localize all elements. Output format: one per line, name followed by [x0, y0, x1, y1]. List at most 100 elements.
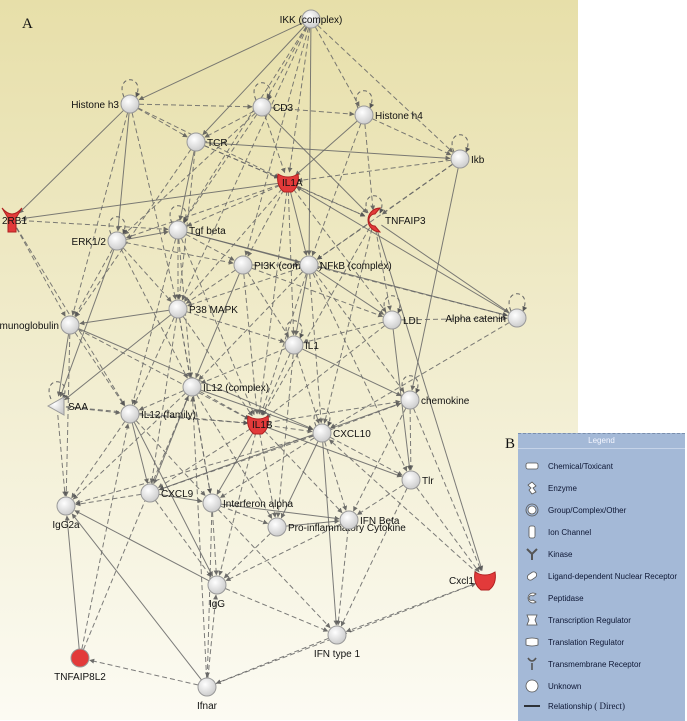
node-cxcl1[interactable]: Cxcl1 — [449, 571, 496, 591]
node-shape — [367, 207, 382, 233]
edge-tcr-ikb — [204, 142, 451, 161]
edge-erk12-p38 — [122, 247, 172, 302]
node-il1a[interactable]: IL1A — [277, 173, 303, 193]
edge-il1a-ldl — [293, 188, 387, 313]
enzyme-icon — [524, 480, 540, 496]
node-label: Immunoglobulin — [0, 321, 59, 332]
edge-nfkb-alpha_cat — [317, 266, 508, 317]
node-shape — [312, 423, 332, 443]
self-loop-ldl — [383, 295, 403, 314]
edge-ifna-ifn1 — [217, 509, 331, 629]
node-ikb[interactable]: Ikb — [450, 149, 485, 169]
legend-item-transmembrane-receptor: Transmembrane Receptor — [524, 654, 641, 674]
node-shape — [120, 94, 140, 114]
edge-ikb-chemokine — [410, 167, 459, 391]
edge-ikk-histone_h4 — [314, 26, 360, 107]
edge-tnfaip3-cxcl10 — [323, 228, 373, 424]
edge-immuno-igg2a — [63, 333, 71, 497]
node-igg[interactable]: IgG — [207, 575, 227, 610]
node-ikk[interactable]: IKK (complex) — [280, 9, 343, 29]
node-ifna[interactable]: Interferon alpha — [202, 493, 293, 513]
edge-erk12-saa — [59, 249, 115, 398]
node-il12c[interactable]: IL12 (complex) — [182, 377, 269, 397]
node-tgfb[interactable]: Tgf beta — [168, 220, 226, 240]
node-ifnar[interactable]: Ifnar — [197, 677, 218, 712]
node-ldl[interactable]: LDL — [382, 310, 422, 330]
legend-item-label: Peptidase — [548, 593, 584, 603]
node-label: Interferon alpha — [223, 499, 293, 510]
node-label: IL1A — [282, 178, 303, 189]
edge-il1a-il2rb — [21, 182, 280, 221]
edge-histone_h3-tcr — [137, 108, 188, 138]
node-tlr[interactable]: Tlr — [401, 470, 434, 490]
node-igg2a[interactable]: IgG2a — [52, 496, 80, 531]
edge-il1b-tlr — [266, 426, 403, 478]
edge-cxcl10-cxcl9 — [158, 435, 314, 491]
node-tnfaip3[interactable]: TNFAIP3 — [367, 207, 426, 233]
legend-item-label: Ion Channel — [548, 527, 592, 537]
node-alpha-cat[interactable]: Alpha catenin — [445, 308, 527, 328]
node-label: Ifnar — [197, 701, 218, 712]
edge-p38-immuno — [79, 309, 170, 326]
edge-cxcl10-ifna — [219, 437, 315, 499]
node-il1b[interactable]: IL1B — [247, 415, 273, 435]
edge-chemokine-ifnb — [353, 407, 407, 512]
node-il2rb[interactable]: 2RB1 — [1, 207, 27, 233]
node-shape — [46, 396, 65, 416]
edge-il1a-nfkb — [289, 190, 308, 256]
edge-histone_h3-cd3 — [138, 103, 253, 110]
node-nfkb[interactable]: NFkB (complex) — [299, 255, 392, 275]
edge-il1b-proinf — [259, 432, 277, 518]
edge-cxcl1-ifn1 — [345, 582, 477, 633]
node-saa[interactable]: SAA — [46, 396, 88, 416]
edge-ifnar-igg2a — [71, 513, 202, 681]
node-cxcl10[interactable]: CXCL10 — [312, 423, 371, 443]
edge-ifna-igg — [212, 511, 219, 576]
legend-item-label: Translation Regulator — [548, 637, 625, 647]
node-ifnb[interactable]: IFN Beta — [339, 510, 400, 530]
node-label: TCR — [207, 138, 228, 149]
transmembrane-receptor-icon — [524, 656, 540, 672]
edge-ldl-il1 — [303, 321, 384, 344]
chemical-icon — [524, 458, 540, 474]
node-il1[interactable]: IL1 — [284, 335, 319, 355]
panel-b-letter: B — [505, 436, 516, 452]
legend-title: Legend — [518, 434, 685, 449]
node-erk12[interactable]: ERK1/2 — [72, 231, 127, 251]
legend-item-suffix: ( Direct) — [594, 701, 625, 711]
node-cd3[interactable]: CD3 — [252, 97, 293, 117]
edge-il1a-erk12 — [126, 184, 280, 239]
node-label: Tgf beta — [189, 226, 226, 237]
edge-cxcl10-proinf — [280, 440, 319, 519]
node-p38[interactable]: P38 MAPK — [168, 299, 238, 319]
transcription-regulator-icon — [524, 612, 540, 628]
edge-il12c-proinf — [196, 394, 273, 519]
node-tcr[interactable]: TCR — [186, 132, 228, 152]
edge-ifnb-igg — [225, 523, 342, 582]
node-shape — [168, 220, 188, 240]
node-tnfaip8l2[interactable]: TNFAIP8L2 — [54, 648, 106, 683]
node-label: SAA — [68, 402, 88, 413]
node-histone-h3[interactable]: Histone h3 — [71, 94, 140, 114]
edge-ldl-alpha_cat — [400, 315, 508, 321]
legend-item-label: Unknown — [548, 681, 582, 691]
node-immuno[interactable]: Immunoglobulin — [0, 315, 80, 335]
edge-cd3-il1a — [264, 115, 286, 174]
node-ifn1[interactable]: IFN type 1 — [314, 625, 361, 660]
node-histone-h4[interactable]: Histone h4 — [354, 105, 423, 125]
edge-ikk-p38 — [181, 26, 308, 301]
edge-tnfaip3-cxcl1 — [376, 228, 484, 571]
node-shape — [382, 310, 402, 330]
node-label: IL1B — [252, 420, 273, 431]
node-cxcl9[interactable]: CXCL9 — [140, 483, 194, 503]
edge-il12f-cxcl9 — [131, 422, 149, 484]
node-shape — [339, 510, 359, 530]
node-chemokine[interactable]: chemokine — [400, 390, 470, 410]
node-shape — [327, 625, 347, 645]
edge-ikk-histone_h3 — [138, 22, 304, 101]
node-pi3k[interactable]: PI3K (complex) — [233, 255, 322, 275]
edge-il12f-il1b — [138, 414, 249, 426]
node-il12f[interactable]: IL12 (family) — [120, 404, 196, 424]
edge-ifna-ifnb — [220, 503, 340, 521]
node-label: CXCL10 — [333, 429, 371, 440]
